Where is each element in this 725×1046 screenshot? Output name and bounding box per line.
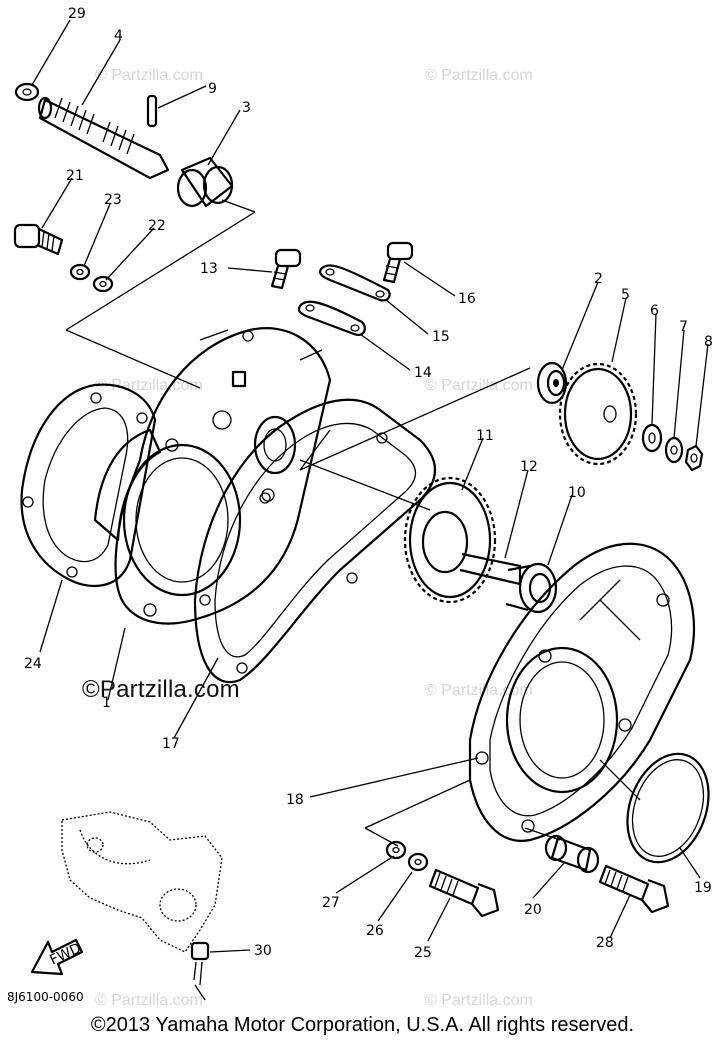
part-gear-5[interactable] xyxy=(558,362,638,466)
callout-29: 29 xyxy=(68,6,86,22)
callout-2: 2 xyxy=(594,271,603,287)
part-washer-22[interactable] xyxy=(92,275,114,293)
part-nut-8[interactable] xyxy=(684,444,704,472)
diagram-code: 8J6100-0060 xyxy=(7,990,84,1004)
part-gasket-14[interactable] xyxy=(297,300,366,336)
part-bolt-13[interactable] xyxy=(270,248,302,290)
leader-lines xyxy=(31,19,709,953)
partzilla-watermark: ©Partzilla.com xyxy=(82,676,240,703)
callout-10: 10 xyxy=(568,485,586,501)
part-washer-7[interactable] xyxy=(664,436,684,464)
callout-21: 21 xyxy=(66,168,84,184)
part-collar-20[interactable] xyxy=(544,834,600,874)
callout-24: 24 xyxy=(24,656,42,672)
part-bearing-2[interactable] xyxy=(536,361,568,405)
callout-20: 20 xyxy=(524,902,542,918)
part-collar-3[interactable] xyxy=(176,156,234,208)
watermark-text: © Partzilla.com xyxy=(95,992,203,1009)
callout-19: 19 xyxy=(694,880,712,896)
part-bolt-16[interactable] xyxy=(382,241,414,284)
inset-housing-outline xyxy=(61,811,223,953)
forward-arrow-icon: FWD xyxy=(30,938,84,976)
part-washer-29[interactable] xyxy=(14,82,40,102)
callout-14: 14 xyxy=(414,365,432,381)
callout-11: 11 xyxy=(476,428,494,444)
part-washer-27[interactable] xyxy=(385,840,407,860)
watermark-text: © Partzilla.com xyxy=(425,67,533,84)
part-gear-11[interactable] xyxy=(403,476,497,604)
part-bolt-28[interactable] xyxy=(598,864,670,914)
part-plate-15[interactable] xyxy=(319,264,391,302)
copyright-notice: ©2013 Yamaha Motor Corporation, U.S.A. A… xyxy=(90,1014,635,1036)
callout-27: 27 xyxy=(322,895,340,911)
callout-5: 5 xyxy=(621,287,630,303)
watermark-text: © Partzilla.com xyxy=(425,992,533,1009)
part-pin-9[interactable] xyxy=(146,94,158,128)
watermark-text: © Partzilla.com xyxy=(425,377,533,394)
callout-13: 13 xyxy=(200,261,218,277)
part-washer-23[interactable] xyxy=(69,263,91,281)
part-shaft-12[interactable] xyxy=(459,552,522,586)
part-washer-6[interactable] xyxy=(641,423,663,453)
part-washer-26[interactable] xyxy=(407,852,429,872)
fwd-label: FWD xyxy=(47,940,83,968)
callout-9: 9 xyxy=(208,81,217,97)
callout-8: 8 xyxy=(704,334,713,350)
part-shaft-4[interactable] xyxy=(37,96,170,180)
background-watermarks: © Partzilla.com © Partzilla.com © Partzi… xyxy=(95,67,533,1009)
callout-30: 30 xyxy=(254,943,272,959)
callout-3: 3 xyxy=(242,100,251,116)
callout-6: 6 xyxy=(650,303,659,319)
part-gasket-24[interactable] xyxy=(20,383,157,588)
callout-28: 28 xyxy=(596,935,614,951)
callout-26: 26 xyxy=(366,923,384,939)
callout-12: 12 xyxy=(520,459,538,475)
callout-16: 16 xyxy=(458,291,476,307)
part-bolt-21[interactable] xyxy=(13,223,64,256)
part-oring-19[interactable] xyxy=(613,742,723,873)
part-cover-18[interactable] xyxy=(468,542,696,842)
callout-22: 22 xyxy=(148,218,166,234)
part-bearing-10[interactable] xyxy=(505,562,558,614)
callout-17: 17 xyxy=(162,736,180,752)
callout-23: 23 xyxy=(104,192,122,208)
callout-1: 1 xyxy=(102,695,111,711)
callout-18: 18 xyxy=(286,792,304,808)
part-plug-30[interactable] xyxy=(190,941,210,1001)
callout-7: 7 xyxy=(679,319,688,335)
part-bolt-25[interactable] xyxy=(428,868,500,918)
watermark-text: © Partzilla.com xyxy=(425,682,533,699)
callout-25: 25 xyxy=(414,945,432,961)
part-gasket-17[interactable] xyxy=(193,398,436,684)
watermark-text: © Partzilla.com xyxy=(95,377,203,394)
part-housing-1[interactable] xyxy=(93,327,332,625)
callout-15: 15 xyxy=(432,329,450,345)
callout-4: 4 xyxy=(114,28,123,44)
watermark-text: © Partzilla.com xyxy=(95,67,203,84)
callout-numbers: 29 4 9 3 21 23 22 13 16 15 14 2 5 6 7 8 … xyxy=(24,6,713,961)
